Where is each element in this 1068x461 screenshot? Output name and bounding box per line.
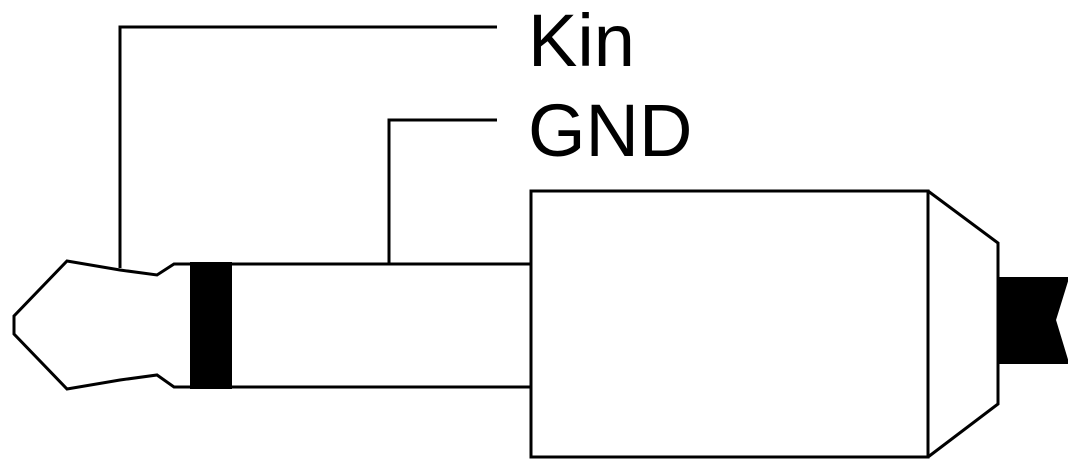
label-kin: Kin <box>528 0 635 82</box>
strain-relief <box>927 189 1000 459</box>
plug-housing <box>529 189 930 459</box>
plug-tip <box>12 259 190 391</box>
plug-sleeve <box>190 262 531 389</box>
cable <box>997 277 1068 364</box>
tip-leader-line <box>118 25 497 268</box>
label-gnd: GND <box>528 89 692 172</box>
insulator-ring <box>190 262 232 389</box>
sleeve-leader-line <box>387 118 497 264</box>
